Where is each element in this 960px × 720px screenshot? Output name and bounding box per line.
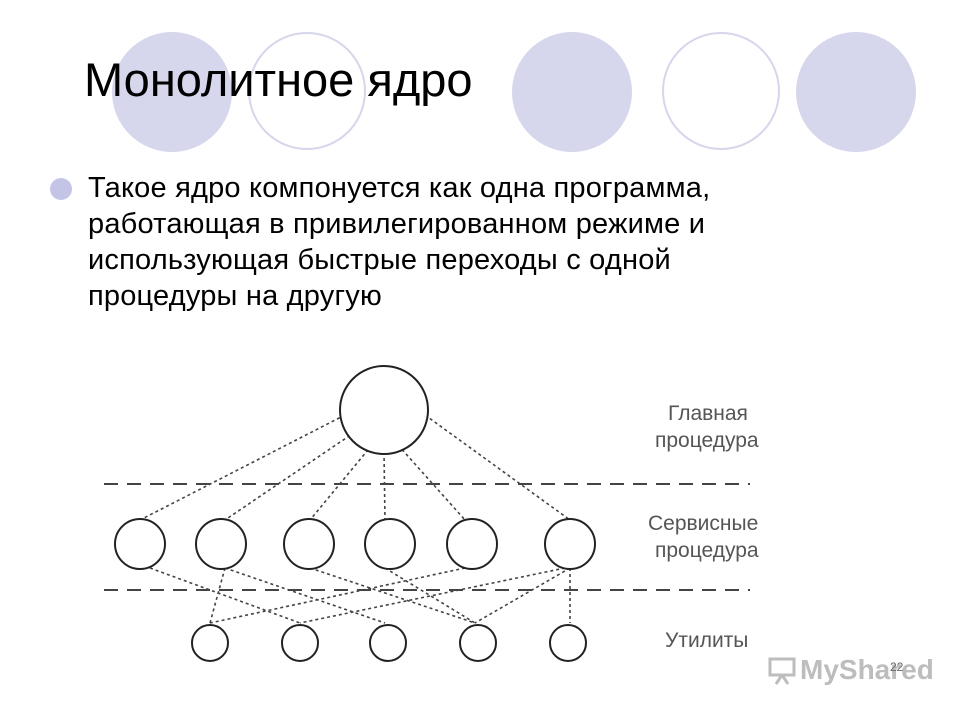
edge (224, 567, 386, 624)
decor-ring (662, 32, 780, 150)
edge (309, 567, 476, 624)
edge (384, 567, 476, 624)
presentation-icon (768, 657, 796, 685)
service-procedure-node (283, 518, 335, 570)
service-procedure-node (364, 518, 416, 570)
edge (209, 567, 226, 624)
edge (309, 444, 373, 521)
edge (209, 567, 466, 624)
service-procedure-node (446, 518, 498, 570)
bullet-text: Такое ядро компонуется как одна программ… (88, 170, 908, 314)
decor-ring (248, 32, 366, 150)
edge (397, 444, 466, 521)
page-number: 22 (890, 660, 904, 674)
edge (424, 414, 571, 521)
level-label-utilities: Утилиты (665, 629, 748, 652)
level-label-main-1: Главная (668, 402, 748, 425)
service-procedure-node (544, 518, 596, 570)
bullet-line: процедуры на другую (88, 280, 382, 312)
slide-title: Монолитное ядро (84, 53, 473, 106)
decor-circle (512, 32, 632, 152)
watermark-text: MyShared (800, 654, 934, 685)
utility-node (369, 624, 407, 662)
level-label-main-2: процедура (655, 429, 759, 452)
edge (149, 567, 301, 624)
decor-circle (796, 32, 916, 152)
edge (224, 431, 356, 521)
level-label-service-1: Сервисные (648, 512, 758, 535)
main-procedure-node (339, 365, 429, 455)
watermark: MyShared (768, 654, 934, 686)
decor-circle (112, 32, 232, 152)
utility-node (549, 624, 587, 662)
utility-node (281, 624, 319, 662)
bullet-icon (50, 178, 72, 200)
utility-node (191, 624, 229, 662)
kernel-structure-diagram: Главная процедура Сервисные процедура Ут… (104, 365, 759, 662)
edge (139, 414, 346, 521)
bullet-line: использующая быстрые переходы с одной (88, 244, 671, 276)
edge (383, 451, 386, 521)
bullet-line: работающая в привилегированном режиме и (88, 208, 706, 240)
service-procedure-node (114, 518, 166, 570)
level-label-service-2: процедура (655, 539, 759, 562)
utility-node (459, 624, 497, 662)
edge (474, 567, 571, 624)
service-procedure-node (195, 518, 247, 570)
bullet-line: Такое ядро компонуется как одна программ… (88, 172, 711, 204)
